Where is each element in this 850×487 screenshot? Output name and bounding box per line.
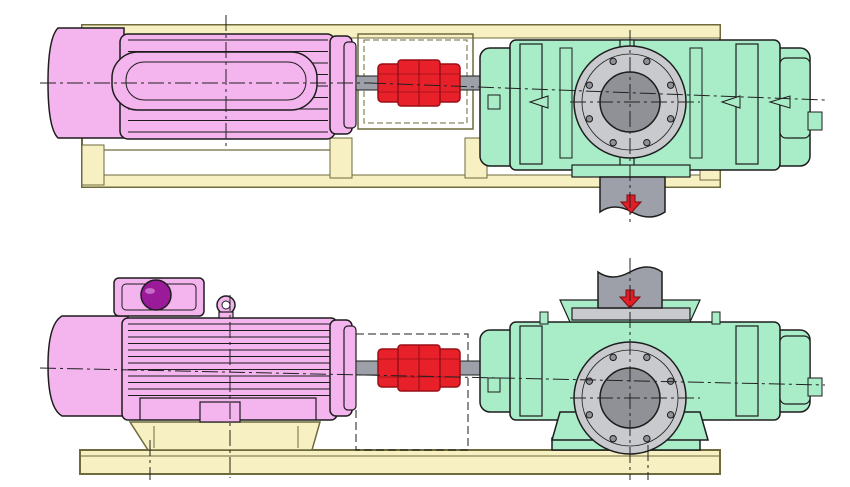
flange-bolt [666, 81, 675, 89]
side-view [39, 258, 826, 480]
flange-bolt [666, 411, 675, 419]
top-motor-end-cap [47, 27, 125, 139]
flange-bolt [609, 434, 617, 443]
side-motor-foot [128, 421, 321, 451]
top-flange-bolts [585, 57, 675, 147]
top-motor-terminal-cover [111, 51, 318, 111]
top-outlet-pipe [599, 176, 666, 218]
junction-box-icon [140, 279, 172, 311]
top-pump [479, 39, 823, 178]
top-view [40, 15, 826, 222]
side-motor-end-cap [47, 315, 129, 417]
flange-bolt [643, 434, 651, 443]
top-motor [47, 27, 357, 140]
flange-bolt [666, 115, 675, 123]
flange-bolt [643, 57, 651, 66]
flange-bolt [643, 138, 651, 147]
top-centerlines [40, 15, 826, 222]
flange-bolt [585, 411, 594, 419]
lifting-eye-icon [216, 295, 236, 319]
flange-bolt [609, 353, 617, 362]
side-centerlines [39, 258, 826, 480]
top-coupling-assembly [355, 59, 487, 107]
flange-bolt [609, 138, 617, 147]
side-flange-bolts [585, 353, 675, 443]
flange-bolt [609, 57, 617, 66]
flange-bolt [585, 115, 594, 123]
down-arrow-icon [619, 194, 643, 214]
flange-bolt [643, 353, 651, 362]
side-motor [47, 277, 357, 423]
side-coupling-assembly [355, 344, 487, 392]
flange-bolt [585, 377, 594, 385]
side-base-frame [79, 333, 721, 475]
flange-bolt [585, 81, 594, 89]
side-pump [479, 299, 823, 455]
